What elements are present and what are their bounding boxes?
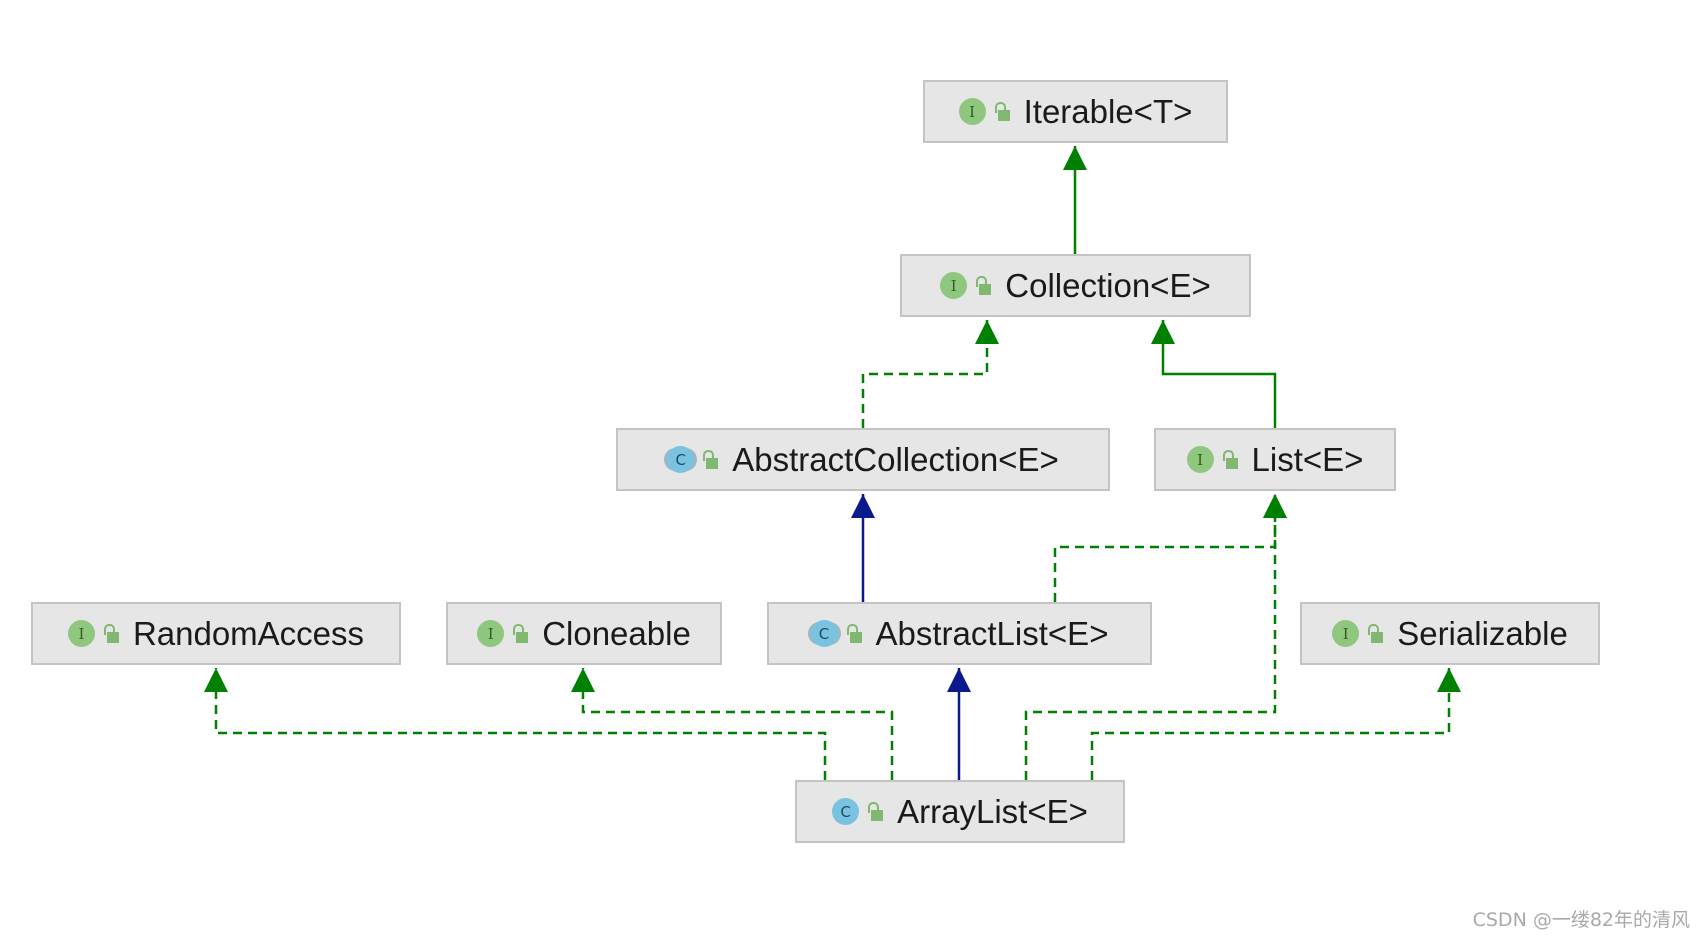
class-icon: C [832, 798, 860, 825]
lock-icon [867, 801, 884, 822]
interface-icon: I [1332, 620, 1360, 647]
interface-icon: I [1186, 446, 1214, 473]
edge-arraylist-implements-serializable [1090, 668, 1461, 780]
edge-arraylist-implements-randomaccess [204, 668, 827, 780]
lock-icon [994, 101, 1010, 122]
lock-icon [1222, 449, 1238, 470]
edge-arraylist-implements-list [1024, 494, 1287, 780]
edge-arraylist-implements-cloneable [571, 668, 894, 780]
edge-abstractlist-implements-list [1053, 494, 1287, 602]
node-label: AbstractCollection<E> [732, 440, 1059, 478]
node-abstractlist[interactable]: C AbstractList<E> [767, 602, 1152, 665]
node-label: List<E> [1251, 440, 1364, 478]
node-abstractcollection[interactable]: C AbstractCollection<E> [616, 428, 1110, 491]
node-label: Collection<E> [1005, 266, 1211, 304]
edge-abstractcollection-implements-collection [861, 320, 999, 428]
node-label: RandomAccess [132, 614, 365, 652]
interface-icon: I [940, 272, 968, 299]
node-randomaccess[interactable]: I RandomAccess [31, 602, 401, 665]
interface-icon: I [477, 620, 505, 647]
edge-list-extends-collection [1151, 320, 1277, 428]
node-list[interactable]: I List<E> [1154, 428, 1396, 491]
node-collection[interactable]: I Collection<E> [900, 254, 1251, 317]
interface-icon: I [67, 620, 95, 647]
node-cloneable[interactable]: I Cloneable [446, 602, 722, 665]
lock-icon [846, 623, 862, 644]
node-label: Serializable [1397, 614, 1568, 652]
node-arraylist[interactable]: C ArrayList<E> [795, 780, 1125, 843]
interface-icon: I [958, 98, 986, 125]
lock-icon [103, 623, 119, 644]
node-label: AbstractList<E> [875, 614, 1109, 652]
lock-icon [975, 275, 992, 296]
lock-icon [1367, 623, 1384, 644]
node-iterable[interactable]: I Iterable<T> [923, 80, 1228, 143]
node-label: ArrayList<E> [897, 792, 1088, 830]
node-label: Iterable<T> [1023, 92, 1193, 130]
abstract-class-icon: C [667, 446, 695, 473]
abstract-class-icon: C [810, 620, 838, 647]
node-label: Cloneable [542, 614, 691, 652]
lock-icon [512, 623, 529, 644]
node-serializable[interactable]: I Serializable [1300, 602, 1600, 665]
watermark: CSDN @一缕82年的清风 [1472, 909, 1690, 931]
lock-icon [702, 449, 719, 470]
